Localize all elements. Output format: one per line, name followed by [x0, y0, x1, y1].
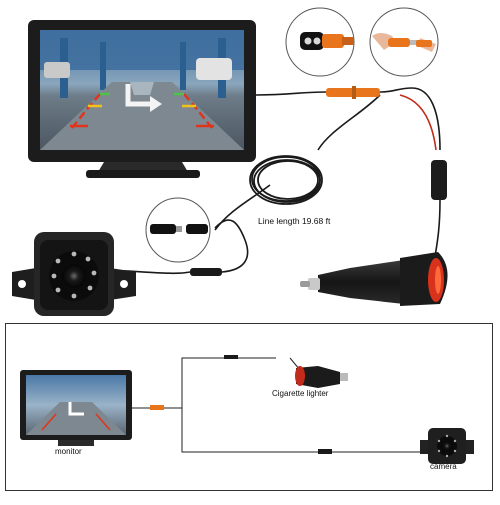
inline-fuse-connector	[431, 160, 447, 200]
cigarette-lighter-label: Cigarette lighter	[272, 389, 329, 398]
diagram-cigarette-lighter	[295, 366, 348, 388]
diagram-camera	[420, 428, 474, 464]
top-cables	[109, 87, 441, 275]
diagram-monitor	[20, 370, 132, 446]
coiled-cable	[249, 155, 323, 205]
wiring-diagram	[20, 355, 474, 464]
connector-inset-2	[369, 7, 439, 77]
line-length-label: Line length 19.68 ft	[258, 216, 331, 226]
monitor	[28, 20, 256, 178]
camera-label: camera	[430, 462, 457, 471]
diagram-frame	[5, 323, 493, 491]
cigarette-lighter-plug	[300, 252, 448, 306]
monitor-label: monitor	[55, 447, 82, 456]
connector-inset-1	[285, 7, 355, 77]
connector-inset-3	[145, 197, 211, 263]
rear-camera	[12, 232, 136, 316]
